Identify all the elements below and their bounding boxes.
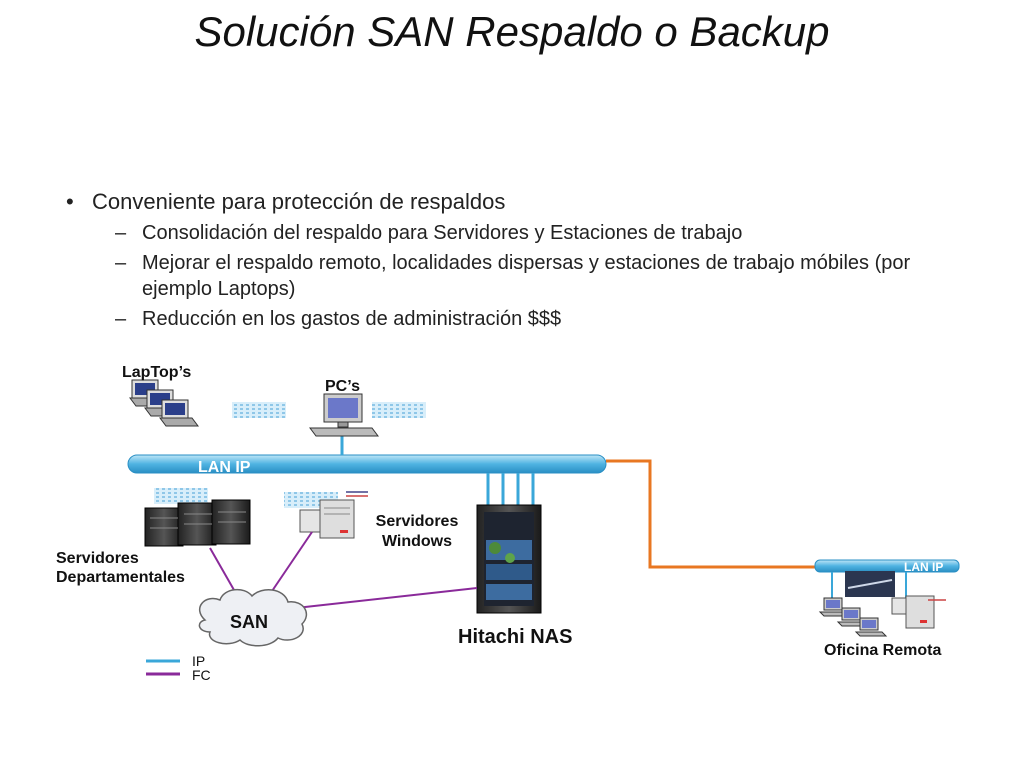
lan-ip-label: LAN IP [198, 459, 251, 476]
sub-bullet-consolidation: Consolidación del respaldo para Servidor… [62, 220, 962, 246]
nas-lan-links [486, 473, 535, 505]
legend-ip-label: IP [192, 653, 206, 669]
remote-lan-ip-label: LAN IP [904, 560, 944, 574]
sub-bullet-remote-backup: Mejorar el respaldo remoto, localidades … [62, 250, 962, 302]
slide-title: Solución SAN Respaldo o Backup [194, 8, 830, 55]
bullet-list: Conveniente para protección de respaldos… [62, 188, 962, 332]
lan-bus [127, 454, 607, 474]
remote-office-label: Oficina Remota [824, 642, 942, 659]
windows-servers-icon [299, 491, 368, 539]
departmental-servers-icon [144, 499, 251, 547]
remote-pcs-icon [818, 597, 888, 637]
data-stream-pcs [372, 402, 426, 418]
pc-icon [309, 393, 379, 437]
hitachi-nas-icon [476, 504, 542, 614]
windows-servers-label: Servidores Windows [375, 513, 459, 550]
remote-server-icon [891, 595, 946, 629]
data-stream-laptops [232, 402, 286, 418]
san-label: SAN [230, 612, 269, 632]
sub-bullet-cost-reduction: Reducción en los gastos de administració… [62, 306, 962, 332]
fc-links [209, 531, 478, 609]
laptops-label: LapTop’s [122, 364, 192, 381]
hitachi-nas-label: Hitachi NAS [458, 626, 573, 648]
bullet-main: Conveniente para protección de respaldos [62, 188, 962, 216]
remote-link [606, 459, 816, 569]
laptop-icon [129, 379, 199, 427]
legend-fc-label: FC [192, 667, 211, 683]
departmental-servers-label: Servidores Departamentales [56, 550, 185, 586]
san-cloud-icon [198, 588, 308, 647]
pcs-label: PC’s [325, 378, 360, 395]
data-stream-dept [154, 488, 208, 504]
